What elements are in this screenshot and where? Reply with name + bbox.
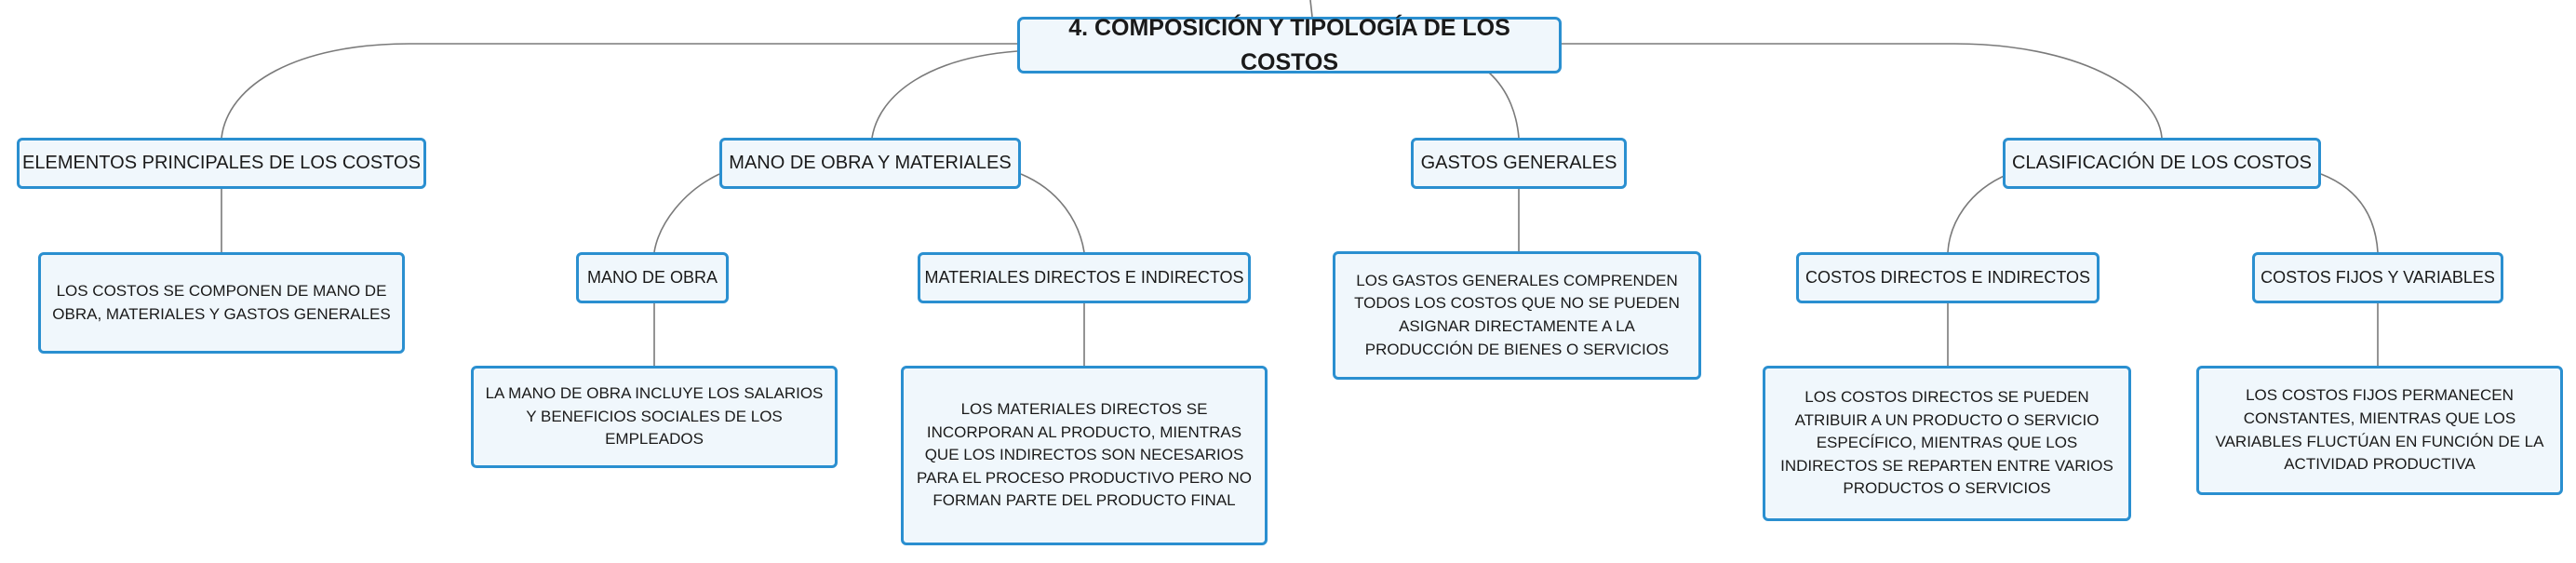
detail-materiales[interactable]: LOS MATERIALES DIRECTOS SE INCORPORAN AL… [901,366,1268,545]
connector-mom-manoobra [653,173,720,253]
topic-materiales-directos-indirectos-label: MATERIALES DIRECTOS E INDIRECTOS [924,268,1244,288]
connector-root-manoobra [871,50,1018,139]
root-topic-label: 4. COMPOSICIÓN Y TIPOLOGÍA DE LOS COSTOS [1068,15,1510,75]
topic-costos-directos-indirectos-label: COSTOS DIRECTOS E INDIRECTOS [1805,268,2091,288]
topic-mano-de-obra[interactable]: MANO DE OBRA [576,252,729,303]
detail-costos-directos[interactable]: LOS COSTOS DIRECTOS SE PUEDEN ATRIBUIR A… [1763,366,2131,521]
detail-costos-fijos-text: LOS COSTOS FIJOS PERMANECEN CONSTANTES, … [2215,386,2544,474]
detail-gastos-generales-text: LOS GASTOS GENERALES COMPRENDEN TODOS LO… [1354,271,1680,358]
detail-materiales-text: LOS MATERIALES DIRECTOS SE INCORPORAN AL… [917,399,1252,510]
topic-elementos-principales[interactable]: ELEMENTOS PRINCIPALES DE LOS COSTOS [17,138,426,189]
topic-mano-obra-materiales[interactable]: MANO DE OBRA Y MATERIALES [719,138,1021,189]
topic-clasificacion-costos[interactable]: CLASIFICACIÓN DE LOS COSTOS [2003,138,2321,189]
connector-root-gastos [1488,72,1520,139]
detail-elementos-principales[interactable]: LOS COSTOS SE COMPONEN DE MANO DE OBRA, … [38,252,405,354]
topic-costos-directos-indirectos[interactable]: COSTOS DIRECTOS E INDIRECTOS [1796,252,2100,303]
topic-gastos-generales[interactable]: GASTOS GENERALES [1411,138,1627,189]
topic-costos-fijos-variables-label: COSTOS FIJOS Y VARIABLES [2261,268,2495,288]
connector-clas-directos [1947,173,2009,253]
topic-gastos-generales-label: GASTOS GENERALES [1420,153,1617,173]
detail-costos-fijos[interactable]: LOS COSTOS FIJOS PERMANECEN CONSTANTES, … [2196,366,2563,495]
topic-costos-fijos-variables[interactable]: COSTOS FIJOS Y VARIABLES [2252,252,2503,303]
detail-mano-de-obra[interactable]: LA MANO DE OBRA INCLUYE LOS SALARIOS Y B… [471,366,838,468]
detail-costos-directos-text: LOS COSTOS DIRECTOS SE PUEDEN ATRIBUIR A… [1780,387,2113,498]
connector-root-clasificacion [1562,43,2163,139]
root-topic[interactable]: 4. COMPOSICIÓN Y TIPOLOGÍA DE LOS COSTOS [1017,15,1562,75]
topic-clasificacion-costos-label: CLASIFICACIÓN DE LOS COSTOS [2012,153,2312,173]
topic-mano-obra-materiales-label: MANO DE OBRA Y MATERIALES [729,153,1012,173]
connector-clas-fijos [2320,173,2379,253]
detail-elementos-principales-text: LOS COSTOS SE COMPONEN DE MANO DE OBRA, … [52,281,391,323]
topic-mano-de-obra-label: MANO DE OBRA [586,268,718,288]
connector-mom-materiales [1020,173,1085,253]
connector-root-elementos [221,43,1017,139]
topic-elementos-principales-label: ELEMENTOS PRINCIPALES DE LOS COSTOS [22,153,421,173]
detail-mano-de-obra-text: LA MANO DE OBRA INCLUYE LOS SALARIOS Y B… [485,384,824,449]
topic-materiales-directos-indirectos[interactable]: MATERIALES DIRECTOS E INDIRECTOS [918,252,1251,303]
connector-root-top [1309,0,1313,18]
detail-gastos-generales[interactable]: LOS GASTOS GENERALES COMPRENDEN TODOS LO… [1333,251,1701,380]
